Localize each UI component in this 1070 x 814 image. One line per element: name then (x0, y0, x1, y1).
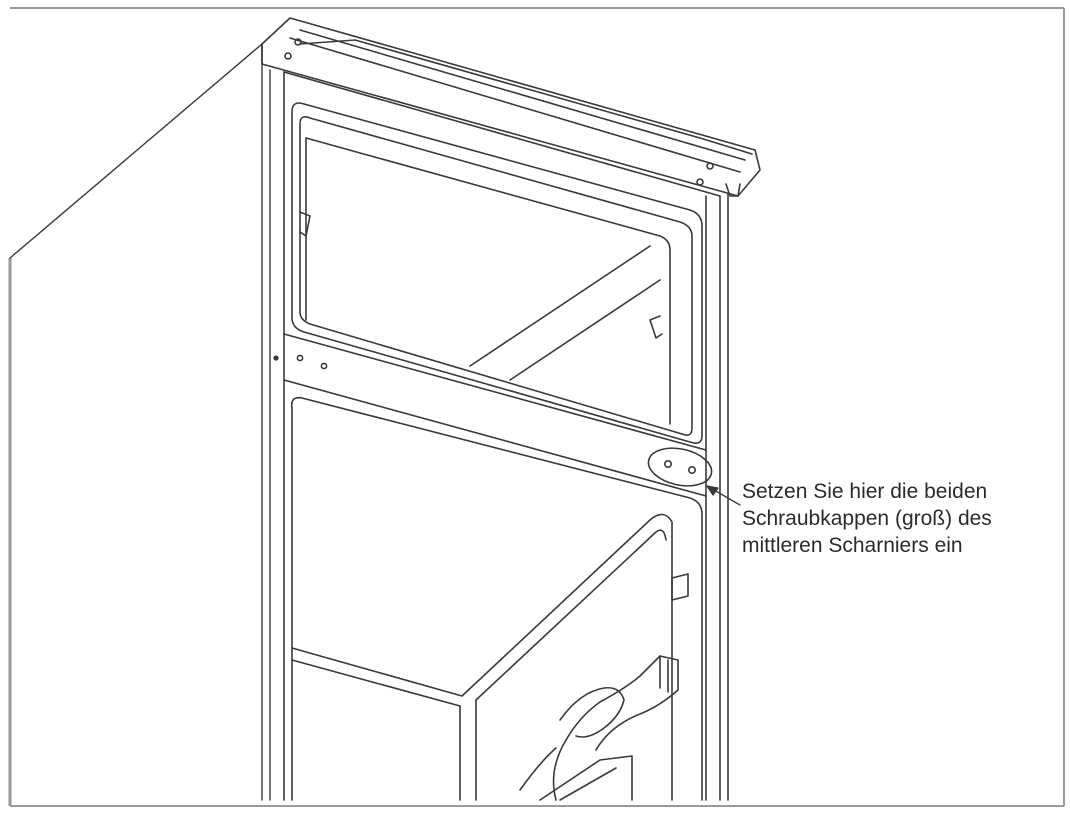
lower-door (290, 396, 703, 801)
top-cover (261, 17, 761, 197)
leader-arrow (706, 485, 741, 506)
callout-line-2: Schraubkappen (groß) des (742, 507, 992, 530)
freezer-window (291, 102, 703, 444)
door-handle (519, 655, 679, 801)
callout-text: Setzen Sie hier die beiden Schraubkappen… (742, 478, 1062, 559)
screw-cap-marker (647, 447, 713, 487)
callout-line-1: Setzen Sie hier die beiden (742, 480, 988, 503)
middle-hinge-strip (273, 333, 707, 497)
cabinet-side (9, 43, 271, 801)
upper-door (283, 71, 729, 801)
figure-frame (8, 7, 1065, 807)
callout-line-3: mittleren Scharniers ein (742, 534, 963, 557)
